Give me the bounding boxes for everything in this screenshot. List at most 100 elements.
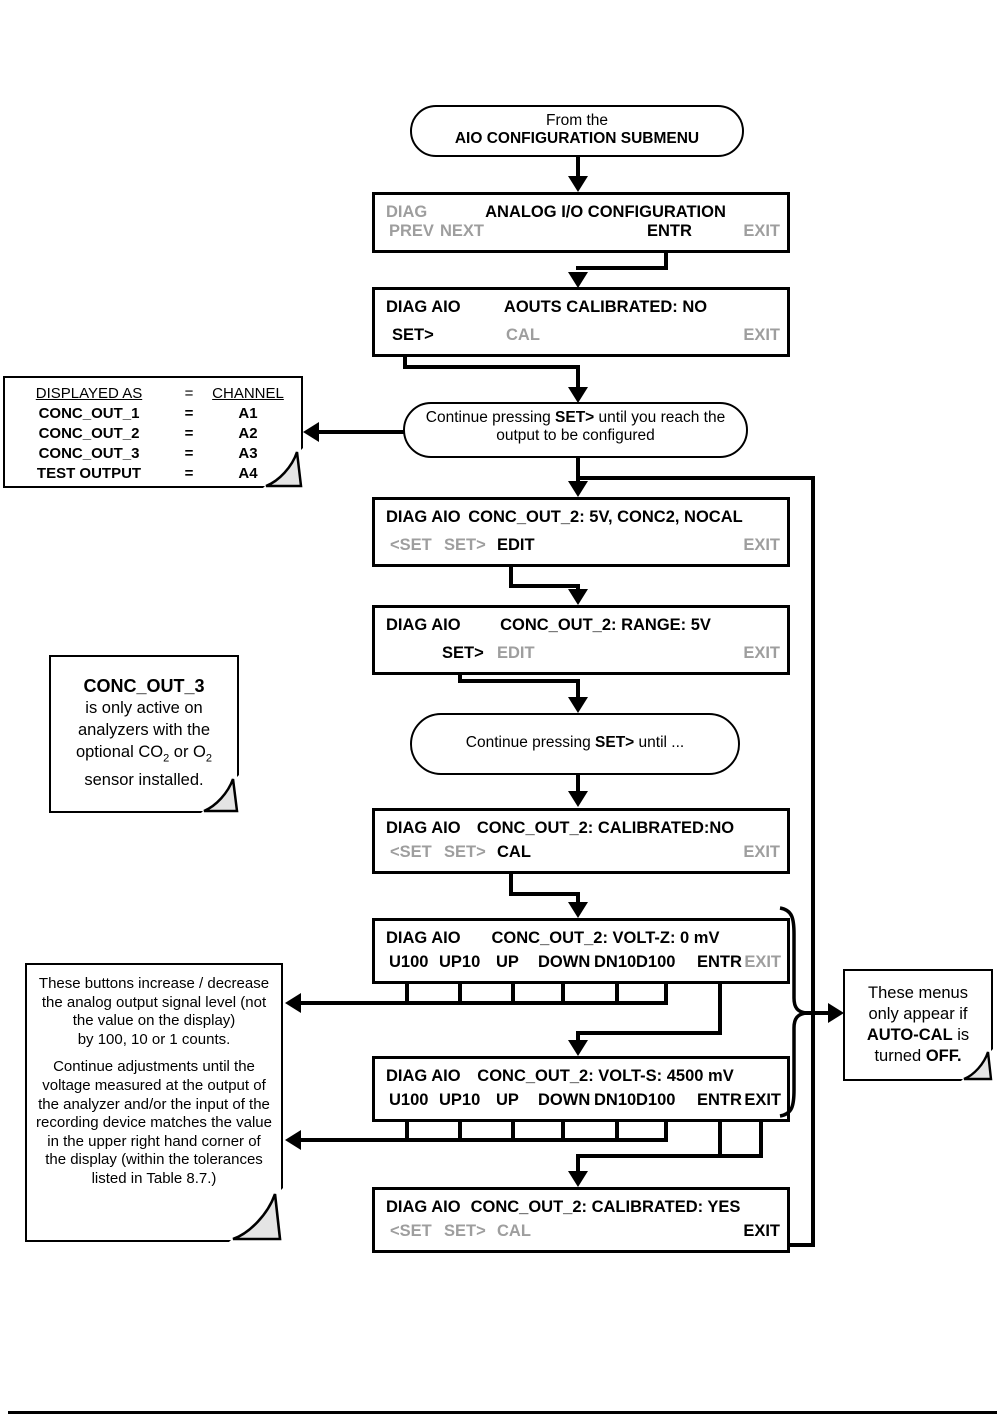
screen-title: ANALOG I/O CONFIGURATION (485, 203, 726, 221)
flow-line (576, 1154, 580, 1174)
softkey-set-left[interactable]: <SET (390, 1222, 432, 1240)
flow-line (561, 1122, 565, 1142)
softkey-set-right[interactable]: SET> (444, 1222, 486, 1240)
screen-title: CONC_OUT_2: CALIBRATED: YES (470, 1198, 741, 1216)
flow-arrowhead (285, 993, 301, 1013)
flow-line (301, 1138, 668, 1142)
flow-line (664, 984, 668, 1005)
flow-arrowhead (568, 697, 588, 713)
softkey-exit[interactable]: EXIT (743, 644, 780, 662)
note-paragraph: Continue adjustments until the voltage m… (36, 1058, 272, 1187)
menu-path-label: DIAG AIO (386, 298, 461, 316)
softkey-exit[interactable]: EXIT (743, 1222, 780, 1240)
flow-arrowhead (828, 1003, 844, 1023)
softkey-set-right[interactable]: SET> (444, 536, 486, 554)
table-cell: CONC_OUT_3 (38, 445, 140, 462)
bubble-line1: Continue pressing SET> until you reach t… (425, 409, 726, 426)
flow-line (718, 984, 722, 1035)
softkey-set-right[interactable]: SET> (392, 326, 434, 344)
flow-line (615, 1122, 619, 1142)
table-cell: A2 (238, 425, 258, 442)
note-conc-out-3: CONC_OUT_3 is only active on analyzers w… (49, 655, 240, 814)
softkey-d100[interactable]: D100 (636, 1091, 676, 1109)
softkey-exit[interactable]: EXIT (743, 222, 780, 240)
note-line: sensor installed. (84, 771, 204, 790)
table-header-channel: CHANNEL (212, 385, 284, 402)
softkey-up10[interactable]: UP10 (439, 953, 481, 971)
screen-title: CONC_OUT_2: VOLT-S: 4500 mV (477, 1067, 734, 1085)
flow-arrowhead (568, 176, 588, 192)
flow-arrowhead (568, 1040, 588, 1056)
note-paragraph: These buttons increase / decrease the an… (38, 975, 270, 1030)
flow-line (576, 1031, 580, 1041)
page-fold-icon (960, 1048, 994, 1082)
screen-title: CONC_OUT_2: 5V, CONC2, NOCAL (468, 508, 743, 526)
page-fold-icon (262, 447, 304, 489)
softkey-dn10[interactable]: DN10 (594, 1091, 637, 1109)
flow-line (804, 1011, 830, 1015)
page-fold-icon (228, 1187, 284, 1243)
softkey-entr[interactable]: ENTR (697, 1091, 742, 1109)
softkey-cal[interactable]: CAL (497, 1222, 531, 1240)
softkey-prev[interactable]: PREV (389, 222, 434, 240)
flow-arrowhead (568, 387, 588, 403)
table-header-equals: = (184, 385, 194, 402)
flow-line (664, 1122, 668, 1142)
softkey-down[interactable]: DOWN (538, 1091, 591, 1109)
flow-line (509, 892, 580, 896)
start-bubble: From the AIO CONFIGURATION SUBMENU (410, 105, 744, 157)
flow-arrowhead (568, 902, 588, 918)
softkey-set-left[interactable]: <SET (390, 536, 432, 554)
continue-set-bubble: Continue pressing SET> until you reach t… (403, 402, 748, 458)
flow-line (509, 567, 513, 588)
menu-path-label: DIAG (386, 203, 428, 221)
screen-conc-out-2-calibrated-no: DIAG AIO CONC_OUT_2: CALIBRATED:NO <SET … (372, 808, 790, 874)
softkey-set-right[interactable]: SET> (442, 644, 484, 662)
flow-line (576, 457, 580, 484)
flow-arrowhead (568, 272, 588, 288)
softkey-cal[interactable]: CAL (497, 843, 531, 861)
softkey-down[interactable]: DOWN (538, 953, 591, 971)
screen-title: CONC_OUT_2: RANGE: 5V (500, 616, 711, 634)
softkey-up[interactable]: UP (496, 1091, 519, 1109)
table-header-displayed-as: DISPLAYED AS (35, 385, 143, 402)
softkey-set-left[interactable]: <SET (390, 843, 432, 861)
softkey-d100[interactable]: D100 (636, 953, 676, 971)
flow-line (509, 874, 513, 896)
flow-arrowhead (303, 422, 319, 442)
table-cell: = (184, 445, 194, 462)
flow-line (576, 892, 580, 905)
softkey-entr[interactable]: ENTR (647, 222, 692, 240)
softkey-exit[interactable]: EXIT (744, 1091, 781, 1109)
flow-line (301, 1001, 668, 1005)
softkey-entr[interactable]: ENTR (697, 953, 742, 971)
softkey-cal[interactable]: CAL (506, 326, 540, 344)
softkey-next[interactable]: NEXT (440, 222, 485, 240)
softkey-exit[interactable]: EXIT (744, 953, 781, 971)
table-cell: = (184, 465, 194, 482)
flow-line (458, 984, 462, 1005)
flow-line (403, 365, 580, 369)
softkey-set-right[interactable]: SET> (444, 843, 486, 861)
screen-aouts-calibrated: DIAG AIO AOUTS CALIBRATED: NO SET> CAL E… (372, 287, 790, 357)
softkey-dn10[interactable]: DN10 (594, 953, 637, 971)
note-line: analyzers with the (77, 721, 211, 739)
menu-path-label: DIAG AIO (386, 929, 461, 947)
note-channel-table: DISPLAYED AS = CHANNEL CONC_OUT_1 = A1 C… (3, 376, 304, 489)
softkey-u100[interactable]: U100 (389, 1091, 429, 1109)
menu-path-label: DIAG AIO (386, 819, 461, 837)
softkey-u100[interactable]: U100 (389, 953, 429, 971)
softkey-edit[interactable]: EDIT (497, 644, 535, 662)
flow-line (576, 157, 580, 179)
softkey-up10[interactable]: UP10 (439, 1091, 481, 1109)
softkey-up[interactable]: UP (496, 953, 519, 971)
softkey-exit[interactable]: EXIT (743, 326, 780, 344)
softkey-exit[interactable]: EXIT (743, 536, 780, 554)
flow-line (576, 266, 668, 270)
softkey-edit[interactable]: EDIT (497, 536, 535, 554)
screen-conc-out-2-range: DIAG AIO CONC_OUT_2: RANGE: 5V SET> EDIT… (372, 605, 790, 675)
softkey-exit[interactable]: EXIT (743, 843, 780, 861)
page-fold-icon (200, 774, 240, 814)
flow-line (509, 584, 580, 588)
